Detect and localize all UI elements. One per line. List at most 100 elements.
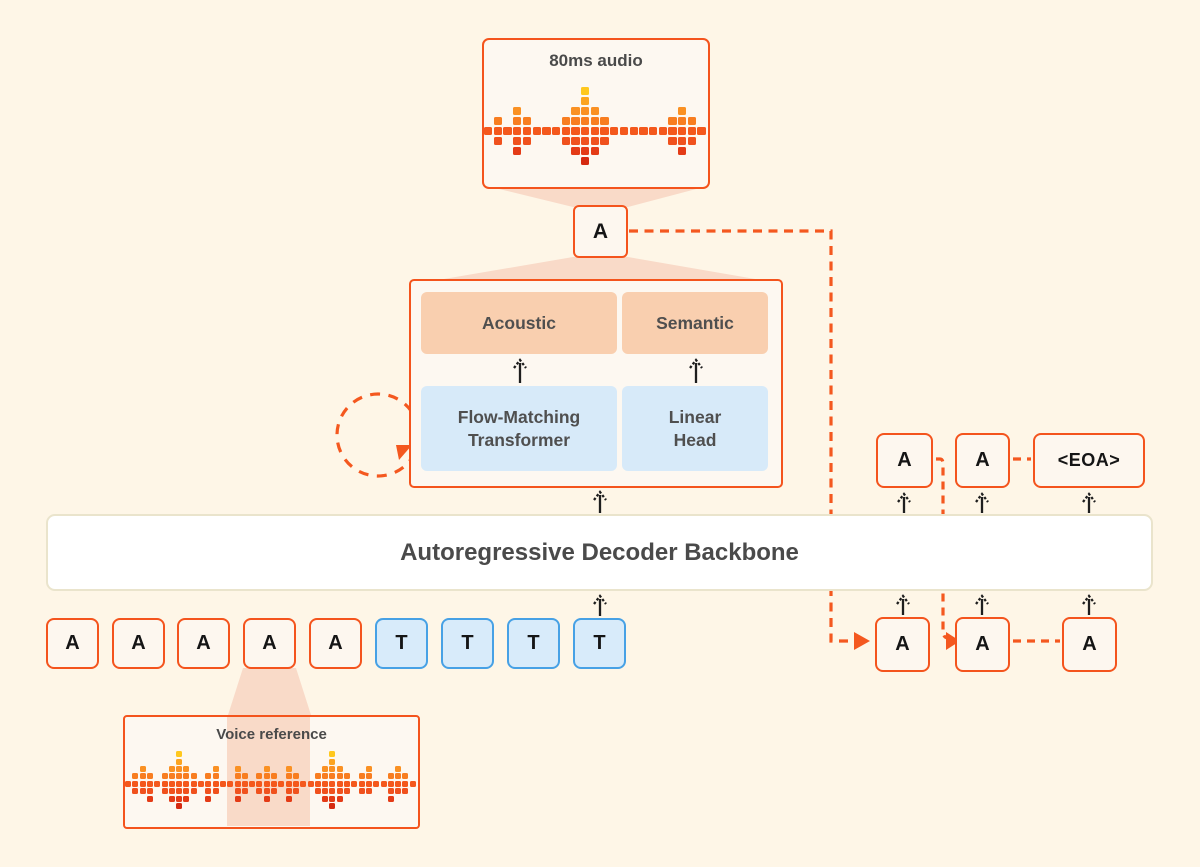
wave-cell bbox=[380, 780, 387, 787]
wave-cell bbox=[678, 106, 687, 116]
wave-cell bbox=[198, 780, 204, 787]
wave-cell bbox=[590, 106, 600, 116]
wave-cell bbox=[292, 773, 299, 780]
wave-cell bbox=[581, 136, 590, 146]
wave-cell bbox=[571, 116, 580, 126]
wave-cell bbox=[278, 780, 285, 787]
wave-cell bbox=[522, 116, 532, 126]
wave-cell bbox=[387, 788, 394, 795]
wave-cell bbox=[493, 136, 503, 146]
wave-cell bbox=[532, 126, 541, 136]
wave-cell bbox=[307, 780, 314, 787]
up-arrow-icon bbox=[593, 594, 607, 616]
wave-cell bbox=[256, 773, 263, 780]
wave-cell bbox=[205, 773, 212, 780]
input-token-t: T bbox=[573, 618, 626, 669]
wave-cell bbox=[365, 788, 372, 795]
wave-cell bbox=[358, 773, 365, 780]
wave-cell bbox=[629, 126, 638, 136]
input-token-a: A bbox=[243, 618, 296, 669]
wave-cell bbox=[513, 136, 522, 146]
wave-cell bbox=[513, 116, 522, 126]
linear-head-chip: Linear Head bbox=[622, 386, 768, 471]
wave-cell bbox=[329, 751, 336, 758]
wave-cell bbox=[271, 780, 277, 787]
wave-cell bbox=[176, 795, 183, 802]
audio-box-label: 80ms audio bbox=[549, 51, 643, 70]
wave-cell bbox=[344, 780, 350, 787]
wave-cell bbox=[395, 780, 402, 787]
wave-cell bbox=[132, 788, 139, 795]
loop-circle-icon bbox=[335, 392, 421, 478]
wave-cell bbox=[590, 136, 600, 146]
fed-back-token-a: A bbox=[875, 617, 930, 672]
wave-cell bbox=[513, 146, 522, 156]
wave-cell bbox=[387, 780, 394, 787]
wave-cell bbox=[322, 780, 329, 787]
wave-cell bbox=[639, 126, 648, 136]
wave-cell bbox=[590, 146, 600, 156]
wave-cell bbox=[561, 116, 570, 126]
backbone-bar: Autoregressive Decoder Backbone bbox=[46, 514, 1153, 591]
wave-cell bbox=[513, 126, 522, 136]
wave-cell bbox=[300, 780, 307, 787]
wave-cell bbox=[146, 788, 153, 795]
fed-back-token-a: A bbox=[955, 617, 1010, 672]
wave-cell bbox=[154, 780, 161, 787]
wave-cell bbox=[561, 126, 570, 136]
wave-cell bbox=[329, 788, 336, 795]
wave-cell bbox=[212, 780, 219, 787]
wave-cell bbox=[227, 780, 234, 787]
wave-cell bbox=[314, 780, 321, 787]
wave-cell bbox=[241, 788, 248, 795]
input-token-a: A bbox=[112, 618, 165, 669]
wave-cell bbox=[581, 156, 590, 166]
wave-cell bbox=[168, 795, 175, 802]
wave-cell bbox=[668, 116, 677, 126]
wave-cell bbox=[678, 126, 687, 136]
wave-cell bbox=[365, 773, 372, 780]
wave-cell bbox=[285, 780, 292, 787]
wave-cell bbox=[358, 780, 365, 787]
wave-cell bbox=[168, 788, 175, 795]
up-arrow-icon bbox=[513, 358, 527, 383]
wave-cell bbox=[271, 788, 277, 795]
up-arrow-icon bbox=[689, 358, 703, 383]
wave-cell bbox=[329, 758, 336, 765]
wave-cell bbox=[190, 773, 197, 780]
wave-cell bbox=[234, 773, 241, 780]
output-token-a: A bbox=[573, 205, 628, 258]
wave-cell bbox=[183, 788, 190, 795]
wave-cell bbox=[619, 126, 629, 136]
wave-cell bbox=[387, 773, 394, 780]
up-arrow-icon bbox=[975, 492, 989, 513]
feedback-path-main bbox=[629, 229, 853, 643]
decoder-heads-module: Acoustic Semantic Flow-Matching Transfor… bbox=[409, 279, 783, 488]
wave-cell bbox=[590, 116, 600, 126]
wave-cell bbox=[183, 773, 190, 780]
wave-cell bbox=[668, 126, 677, 136]
wave-cell bbox=[139, 766, 146, 773]
wave-cell bbox=[176, 773, 183, 780]
wave-cell bbox=[176, 803, 183, 810]
wave-cell bbox=[329, 773, 336, 780]
wave-cell bbox=[176, 758, 183, 765]
wave-cell bbox=[176, 788, 183, 795]
wave-cell bbox=[329, 780, 336, 787]
wave-cell bbox=[581, 146, 590, 156]
wave-cell bbox=[190, 780, 197, 787]
wave-cell bbox=[241, 780, 248, 787]
wave-cell bbox=[687, 126, 697, 136]
wave-cell bbox=[678, 116, 687, 126]
wave-cell bbox=[285, 766, 292, 773]
wave-cell bbox=[571, 126, 580, 136]
backbone-label: Autoregressive Decoder Backbone bbox=[400, 538, 799, 566]
wave-cell bbox=[285, 788, 292, 795]
up-arrow-icon bbox=[897, 492, 911, 513]
wave-cell bbox=[263, 766, 270, 773]
wave-cell bbox=[263, 773, 270, 780]
input-token-t: T bbox=[375, 618, 428, 669]
wave-cell bbox=[183, 780, 190, 787]
wave-cell bbox=[522, 136, 532, 146]
wave-cell bbox=[322, 788, 329, 795]
